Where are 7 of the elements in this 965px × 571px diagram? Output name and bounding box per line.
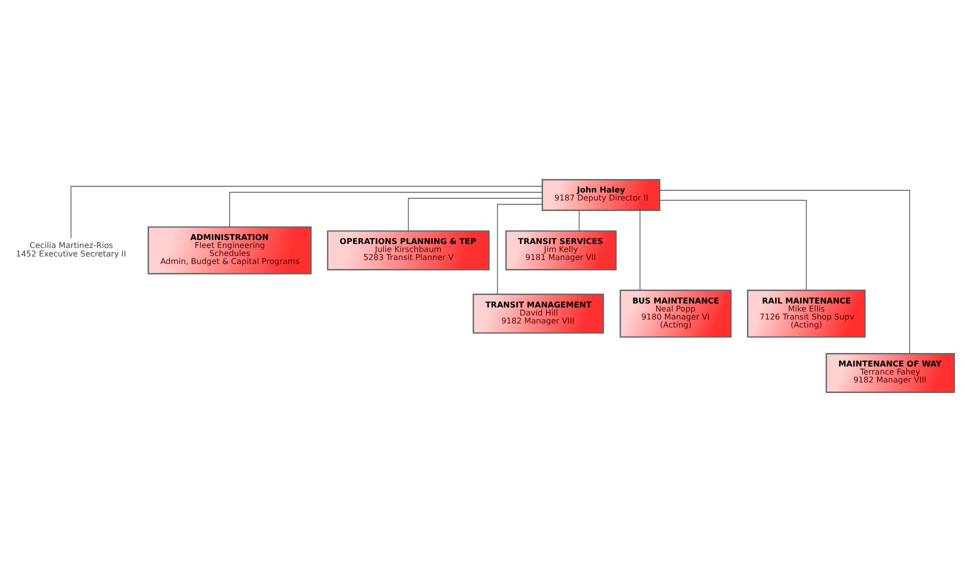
connector <box>578 210 580 231</box>
connector <box>70 185 543 238</box>
connector <box>659 189 910 354</box>
connector <box>497 203 543 294</box>
connector <box>408 197 543 231</box>
connector <box>229 191 543 227</box>
connector <box>659 199 807 290</box>
